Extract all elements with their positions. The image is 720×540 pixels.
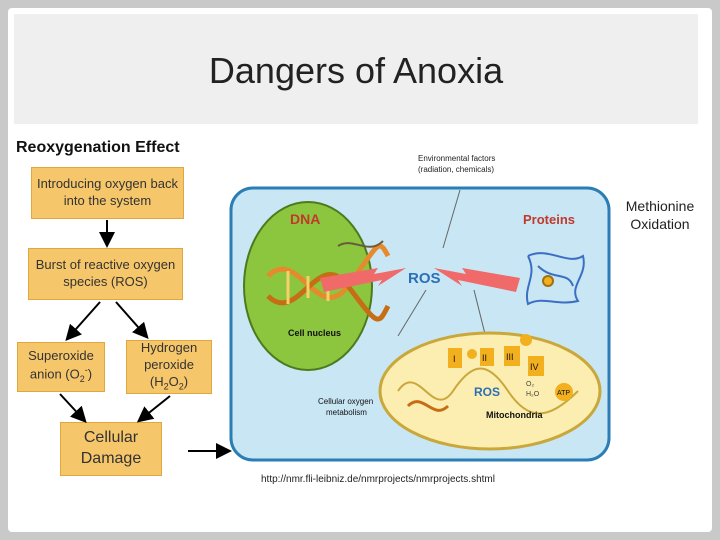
dna-label: DNA: [290, 211, 320, 227]
cell-nucleus-label: Cell nucleus: [288, 328, 341, 338]
ros-center-label: ROS: [408, 270, 441, 287]
proteins-label: Proteins: [523, 212, 575, 227]
complex-i: [448, 348, 462, 368]
complex-ii-label: II: [482, 353, 487, 363]
hydrogen-line1: Hydrogen: [140, 340, 198, 356]
hydrogen-mid: O: [168, 374, 179, 390]
flow-box-ros-burst: Burst of reactive oxygen species (ROS): [28, 248, 183, 300]
ros-burst-right: [434, 268, 520, 292]
hydrogen-sub2: 2: [178, 381, 184, 392]
ros-figure: DNA Cell nucleus Environmental factors R…: [229, 186, 611, 462]
flow-box-introducing-label: Introducing oxygen back into the system: [37, 176, 178, 208]
cellular-oxygen-line1: Cellular oxygen: [318, 397, 373, 406]
title-band: [14, 14, 698, 124]
complex-q: [467, 349, 477, 359]
mitochondria-shape: [378, 331, 602, 451]
cellular-oxygen-line2: metabolism: [326, 408, 367, 417]
h2o-label: H₂O: [526, 391, 540, 398]
complex-i-label: I: [453, 354, 456, 364]
flow-box-hydrogen-peroxide: Hydrogen peroxide (H2O2): [126, 340, 212, 394]
mito-ros-label: ROS: [474, 385, 500, 399]
env-factors-caption: Environmental factors (radiation, chemic…: [418, 153, 495, 175]
atp-circle: [555, 383, 573, 401]
complex-iii-label: III: [506, 352, 514, 362]
superoxide-sup: -: [84, 365, 88, 376]
ros-burst-left: [320, 268, 406, 292]
flow-box-hydrogen-label: Hydrogen peroxide (H2O2): [141, 340, 197, 393]
complex-iv: [528, 356, 544, 376]
hydrogen-sub1: 2: [163, 381, 169, 392]
env-factors-text-2: (radiation, chemicals): [418, 165, 495, 175]
section-subtitle: Reoxygenation Effect: [16, 139, 180, 156]
complex-c: [520, 334, 532, 346]
superoxide-text: Superoxide anion (O: [28, 348, 94, 382]
atp-label: ATP: [557, 390, 570, 397]
flow-box-burst-label: Burst of reactive oxygen species (ROS): [35, 257, 176, 289]
complex-iii: [504, 346, 520, 366]
slide-title: Dangers of Anoxia: [208, 50, 504, 91]
hydrogen-close: ): [183, 374, 189, 390]
superoxide-close: ): [87, 366, 93, 382]
complex-ii: [480, 348, 494, 366]
flow-box-cellular-damage: Cellular Damage: [60, 422, 162, 476]
o2-label: O₂: [526, 381, 534, 388]
env-factors-text-1: Environmental factors: [418, 154, 496, 163]
flow-box-superoxide-label: Superoxide anion (O2-): [22, 348, 100, 386]
flow-box-damage-label: Cellular Damage: [80, 429, 142, 467]
hydrogen-line2: peroxide: [144, 357, 194, 373]
mitochondria-label: Mitochondria: [486, 410, 543, 420]
protein-structure: [525, 252, 585, 306]
methionine-oxidation-label: Methionine Oxidation: [625, 198, 695, 233]
dna-helix-strand-a: [266, 243, 391, 300]
source-url: http://nmr.fli-leibniz.de/nmrprojects/nm…: [261, 474, 495, 485]
superoxide-sub: 2: [79, 374, 85, 385]
hydrogen-open: (H: [149, 374, 164, 390]
mito-dna-strand: [406, 400, 450, 412]
flow-box-superoxide: Superoxide anion (O2-): [17, 342, 105, 392]
flow-box-introducing-oxygen: Introducing oxygen back into the system: [31, 167, 184, 219]
complex-iv-label: IV: [530, 362, 539, 372]
